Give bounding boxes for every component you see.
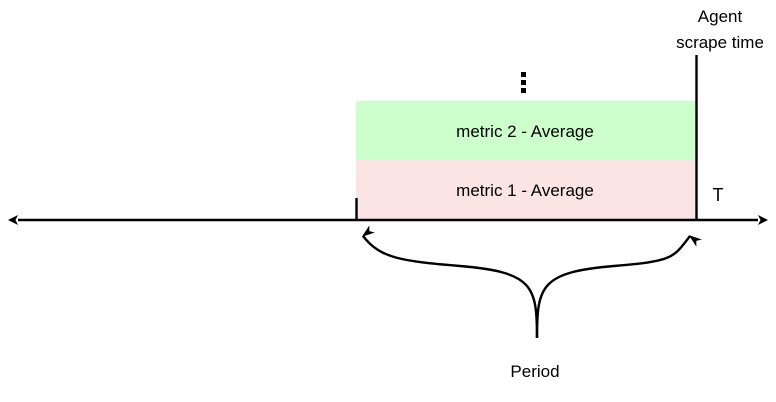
metric-1-band xyxy=(356,160,696,220)
metric-2-label: metric 2 - Average xyxy=(456,122,594,141)
agent-scrape-time-label-line1: Agent xyxy=(698,7,743,26)
agent-scrape-time-label-line2: scrape time xyxy=(676,33,764,52)
axis-t-label: T xyxy=(713,185,724,205)
period-brace-left-arm xyxy=(361,225,539,339)
vertical-ellipsis-icon xyxy=(521,72,526,93)
metric-1-label: metric 1 - Average xyxy=(456,181,594,200)
period-brace-right-arm xyxy=(535,235,702,339)
period-label: Period xyxy=(510,362,559,381)
metric-2-band xyxy=(356,101,696,160)
